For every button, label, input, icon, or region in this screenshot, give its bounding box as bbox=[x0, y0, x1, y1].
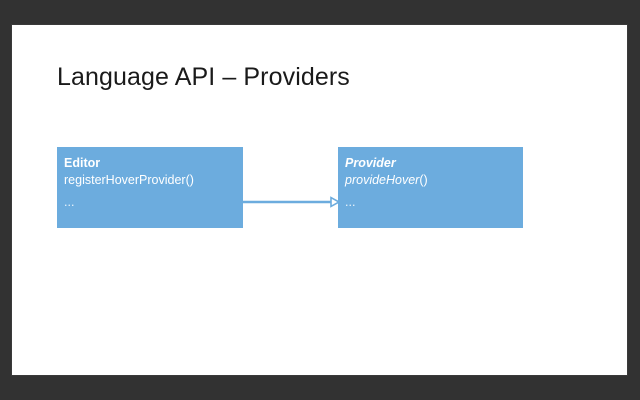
box-editor-title: Editor bbox=[64, 155, 236, 172]
box-provider-ellipsis: ... bbox=[345, 195, 356, 209]
connector-arrow-icon bbox=[243, 196, 341, 208]
box-editor-name: Editor bbox=[64, 156, 101, 170]
box-provider-title: Provider bbox=[345, 155, 516, 172]
box-provider-method-parens: () bbox=[419, 173, 428, 187]
box-provider-method: provideHover() bbox=[345, 172, 516, 189]
box-editor-method: registerHoverProvider() bbox=[64, 172, 236, 189]
diagram-box-provider[interactable]: Provider provideHover() ... bbox=[338, 147, 523, 228]
box-editor-method-parens: () bbox=[185, 173, 194, 187]
box-editor-ellipsis: ... bbox=[64, 195, 75, 209]
box-provider-method-name: provideHover bbox=[345, 173, 420, 187]
connector-arrowhead bbox=[330, 196, 341, 208]
slide-canvas: Language API – Providers Editor register… bbox=[12, 25, 627, 375]
diagram-box-editor[interactable]: Editor registerHoverProvider() ... bbox=[57, 147, 243, 228]
box-provider-name: Provider bbox=[345, 156, 396, 170]
page-title: Language API – Providers bbox=[57, 63, 350, 91]
box-editor-method-name: registerHoverProvider bbox=[64, 173, 186, 187]
